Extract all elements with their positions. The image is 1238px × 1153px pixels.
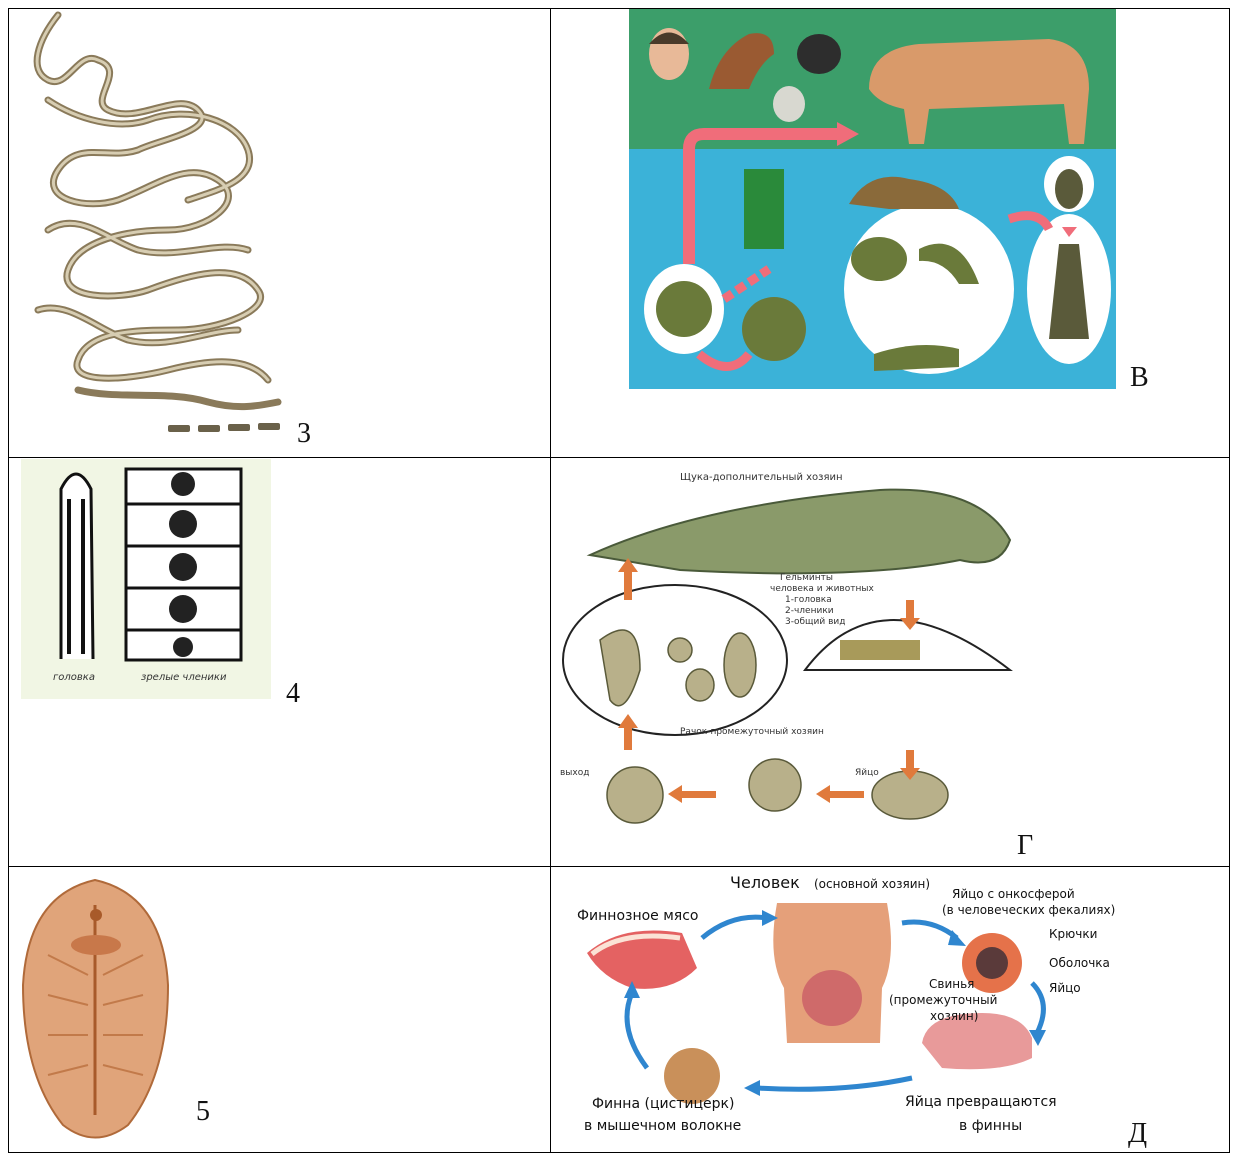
label-transform-line2: в финны: [959, 1118, 1022, 1134]
cell-label-v: В: [1130, 362, 1149, 394]
label-egg: Яйцо: [1049, 981, 1081, 995]
label-shell: Оболочка: [1049, 956, 1110, 970]
tapeworm-strobila-image: [18, 10, 288, 450]
liver-fluke-image: [18, 875, 173, 1145]
legend-line-4: 2-членики: [785, 606, 834, 616]
broad-tapeworm-lifecycle-image: Щука-дополнительный хозяин Гельминты чел…: [560, 460, 1020, 840]
cell-label-g: Г: [1017, 830, 1033, 862]
cell-label-d: Д: [1128, 1118, 1147, 1150]
head-and-segments-image: головка зрелые членики: [21, 459, 271, 699]
label-pig-line3: хозяин): [930, 1009, 978, 1023]
label-human: Человек: [730, 873, 800, 892]
legend-line-2: человека и животных: [770, 584, 874, 594]
pork-tapeworm-lifecycle-image: Человек (основной хозяин) Финнозное мясо…: [562, 868, 1122, 1148]
liver-fluke-lifecycle-image: [629, 9, 1116, 389]
label-finna-line2: в мышечном волокне: [584, 1118, 741, 1134]
larva-label: выход: [560, 768, 589, 778]
cell-label-4: 4: [286, 678, 300, 710]
caption-mature-segments: зрелые членики: [141, 672, 226, 683]
crustacean-label: Рачок-промежуточный хозяин: [680, 727, 824, 737]
label-pig-line1: Свинья: [929, 977, 974, 991]
cell-label-5: 5: [196, 1096, 210, 1128]
label-human-note: (основной хозяин): [814, 877, 930, 891]
label-transform-line1: Яйца превращаются: [905, 1094, 1057, 1110]
legend-line-1: Гельминты: [780, 573, 833, 583]
legend-line-5: 3-общий вид: [785, 617, 845, 627]
column-divider: [550, 8, 551, 1153]
egg-label: Яйцо: [855, 768, 879, 778]
caption-head: головка: [53, 672, 95, 683]
label-egg-line1: Яйцо с онкосферой: [952, 887, 1075, 901]
cell-label-3: 3: [297, 418, 311, 450]
legend-line-3: 1-головка: [785, 595, 832, 605]
label-pig-line2: (промежуточный: [889, 993, 997, 1007]
label-finna-line1: Финна (цистицерк): [592, 1096, 734, 1112]
label-meat: Финнозное мясо: [577, 908, 699, 924]
label-egg-line2: (в человеческих фекалиях): [942, 903, 1115, 917]
row-divider-2: [8, 866, 1230, 867]
row-divider-1: [8, 457, 1230, 458]
fish-title: Щука-дополнительный хозяин: [680, 472, 843, 483]
label-hooks: Крючки: [1049, 927, 1097, 941]
